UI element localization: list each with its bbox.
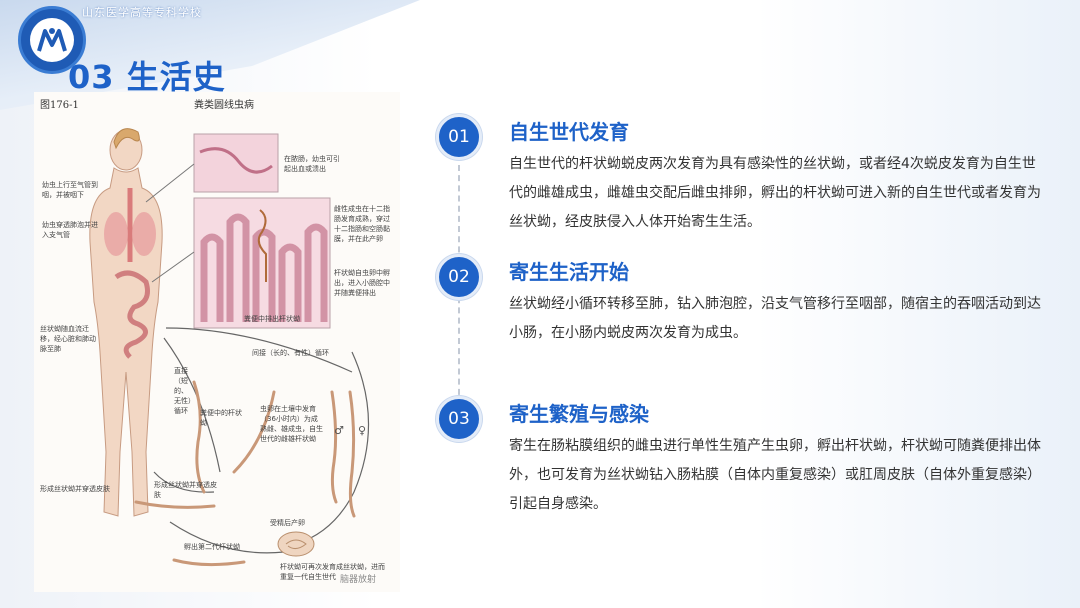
figure-note: 粪便中的杆状蚴	[200, 409, 242, 427]
figure-note: 丝状蚴随血流迁移，经心脏和肺动脉至肺	[40, 325, 96, 353]
section-body: 自生世代的杆状蚴蜕皮两次发育为具有感染性的丝状蚴，或者经4次蜕皮发育为自生世代的…	[509, 156, 1041, 230]
section-title: 寄生生活开始	[509, 260, 629, 284]
section-number-badge: 03	[436, 396, 482, 442]
page-title: 03 生活史	[68, 58, 226, 96]
figure-note: 幼虫穿透肺泡并进入支气管	[42, 221, 98, 239]
school-name: 山东医学高等专科学校	[82, 6, 202, 19]
section-title: 自生世代发育	[509, 120, 629, 144]
figure-note: 杆状蚴可再次发育成丝状蚴，进而重复一代自生世代	[280, 563, 385, 581]
watermark: 脑器放射	[340, 575, 377, 585]
section-title: 寄生繁殖与感染	[509, 402, 649, 426]
school-logo	[18, 6, 86, 74]
figure-note: 杆状蚴自虫卵中孵出，进入小肠腔中并随粪便排出	[334, 269, 390, 297]
figure-note: 受精后产卵	[270, 519, 305, 527]
figure-note: 雌性成虫在十二指肠发育成熟，穿过十二指肠和空肠黏膜，并在此产卵	[334, 205, 390, 243]
figure-note: 形成丝状蚴并穿透皮肤	[154, 481, 217, 499]
lifecycle-drawing: ♂ ♀	[89, 128, 370, 567]
figure-note: 在脓肠，幼虫可引起出血或溃出	[284, 155, 340, 173]
figure-note: 间接（长的、有性）循环	[252, 349, 329, 357]
figure-note: 粪便中排出杆状蚴	[244, 315, 300, 323]
section-body: 寄生在肠粘膜组织的雌虫进行单性生殖产生虫卵，孵出杆状蚴，杆状蚴可随粪便排出体外，…	[509, 438, 1041, 512]
section-number-badge: 02	[436, 254, 482, 300]
svg-text:♂: ♂	[334, 424, 344, 437]
svg-text:♀: ♀	[358, 424, 366, 437]
figure-number: 图176-1	[40, 100, 79, 111]
figure-title: 粪类圆线虫病	[194, 100, 254, 111]
figure-note: 幼虫上行至气管到咽，并被咽下	[42, 181, 98, 199]
figure-note: 虫卵在土壤中发育（36小时内）为成熟雌、雄成虫，自生世代的雌雄杆状蚴	[260, 405, 323, 443]
section-body: 丝状蚴经小循环转移至肺，钻入肺泡腔，沿支气管移行至咽部，随宿主的吞咽活动到达小肠…	[509, 296, 1041, 341]
logo-emblem-icon	[37, 28, 67, 52]
lifecycle-illustration: ♂ ♀ 图176-1 粪类圆线虫病 幼虫上行至气管到咽，并被咽下 幼虫穿透肺泡并…	[34, 92, 400, 592]
section-number-badge: 01	[436, 114, 482, 160]
figure-note: 形成丝状蚴并穿透皮肤	[40, 485, 110, 493]
figure-note: 直接（短的、无性）循环	[174, 367, 192, 415]
figure-note: 孵出第二代杆状蚴	[184, 543, 240, 551]
